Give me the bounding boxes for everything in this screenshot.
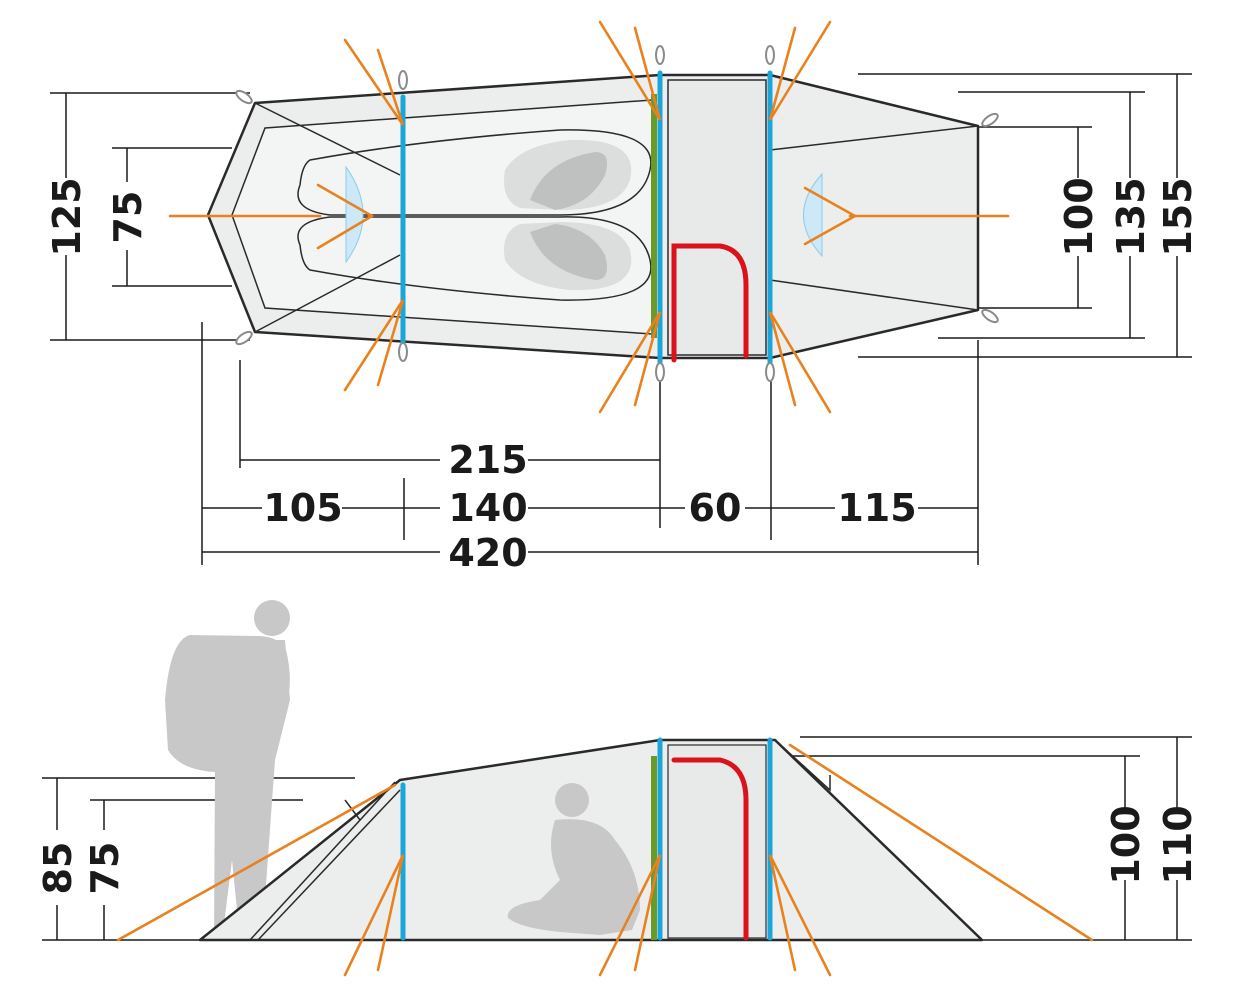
top-seam-line: [254, 102, 401, 176]
dim-side-left-inner: 75: [83, 842, 127, 895]
side-rear-vent: [774, 739, 831, 792]
side-guylines: [116, 743, 1094, 977]
dim-seg-entrance: 60: [689, 486, 742, 530]
dim-side-right-inner: 100: [1104, 805, 1148, 884]
side-view: 85 75 100 110: [36, 600, 1200, 977]
top-view: 125 75 100 135 155 215 105 140 60 115 42…: [45, 20, 1200, 575]
top-seam-line: [254, 254, 401, 333]
side-door-zipper: [671, 757, 749, 941]
dim-right-outer: 155: [1156, 177, 1200, 256]
side-dimension-labels: 85 75 100 110: [36, 805, 1200, 894]
side-inner-edge: [249, 781, 396, 941]
dim-left-outer: 125: [45, 177, 89, 256]
top-vent-left: [345, 165, 364, 264]
dim-seg-rear: 115: [837, 486, 916, 530]
dim-seg-sleeping: 140: [448, 486, 527, 530]
dim-total-length: 420: [448, 531, 527, 575]
top-seam-line: [769, 279, 979, 311]
top-guylines: [168, 20, 1010, 414]
dim-right-mid: 135: [1109, 177, 1153, 256]
top-entrance-panel: [667, 79, 767, 356]
side-inner-edge: [257, 789, 401, 941]
dim-side-left-outer: 85: [36, 842, 80, 895]
sitting-person-silhouette: [507, 783, 640, 935]
top-dimension-labels: 125 75 100 135 155 215 105 140 60 115 42…: [45, 177, 1200, 575]
dim-right-inner: 100: [1057, 177, 1101, 256]
dim-side-right-outer: 110: [1156, 805, 1200, 884]
dim-left-inner: 75: [106, 191, 150, 244]
top-door-zipper: [671, 243, 749, 363]
side-entrance-panel: [667, 744, 767, 939]
dim-seg-vestibule: 105: [263, 486, 342, 530]
top-dimension-guides: [50, 73, 1192, 565]
sleeping-bags: [297, 129, 652, 301]
top-seam-line: [769, 125, 979, 151]
side-dimension-guides: [42, 736, 1192, 941]
top-pegs: [235, 45, 999, 382]
standing-person-silhouette: [165, 600, 290, 940]
dim-inner-length: 215: [448, 438, 527, 482]
